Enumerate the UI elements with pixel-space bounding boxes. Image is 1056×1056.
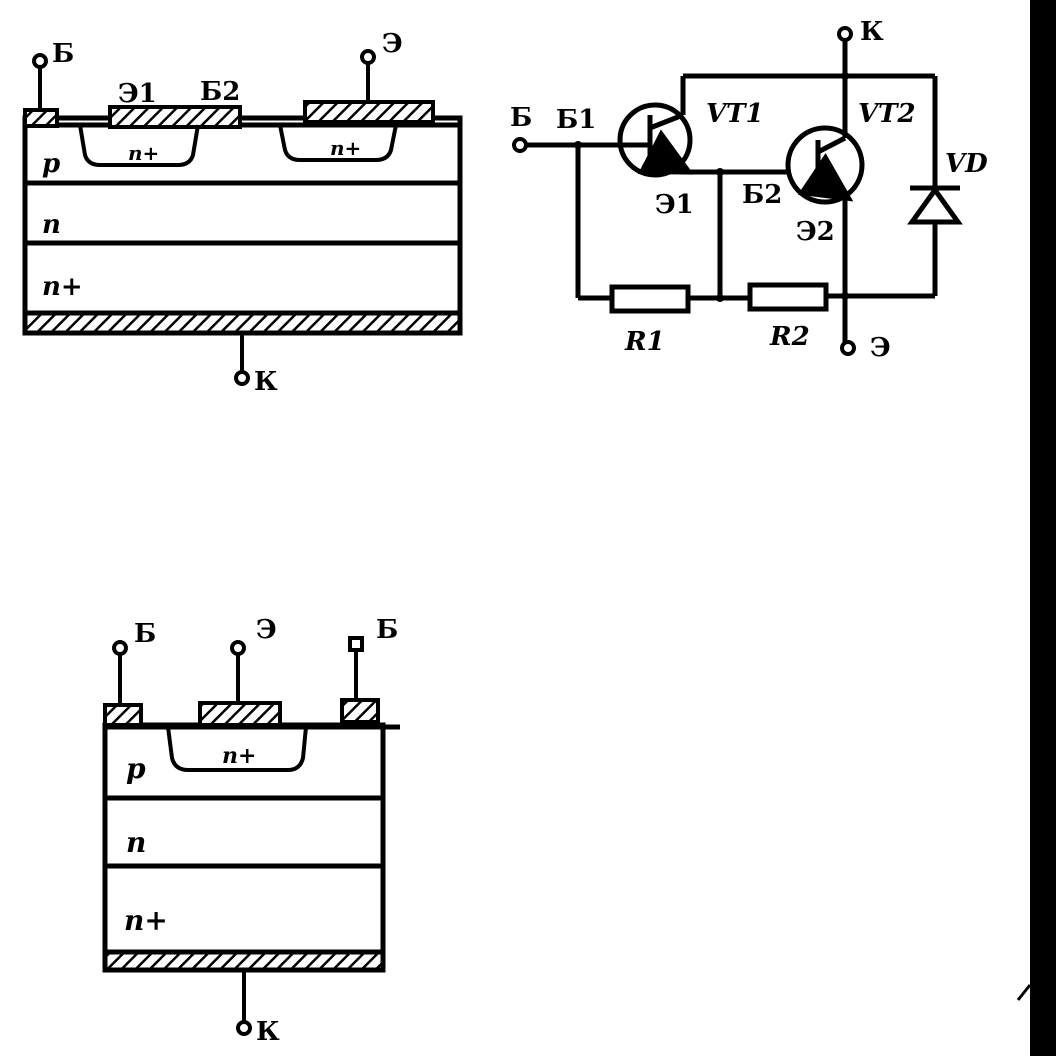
label-well-right: n+ [330,136,361,160]
vt2-collector [816,135,847,155]
emitter-contact [303,100,435,124]
collector-terminal-2 [236,1020,252,1036]
darlington-circuit: К VT1 Б Б1 Э1 Б2 VT2 Э2 [510,17,988,363]
emitter-terminal [360,49,376,65]
resistor-r1 [609,284,691,314]
junction-r [716,294,724,302]
base-terminal [32,53,48,69]
emitter-terminal-2 [230,640,246,656]
nplus-well-left [78,124,200,167]
scan-mark [1016,984,1032,1001]
resistor-r2 [747,282,829,312]
vt2-emitter [797,153,854,202]
label-layer-n: n [42,210,61,240]
vt1-emitter [637,129,694,175]
label-b2: Б2 [200,77,240,107]
label-well-left: n+ [128,141,159,165]
label-e: Э [870,333,891,363]
terminal-b [512,137,528,153]
base-contact-right [340,698,380,724]
label-e1: Э1 [655,190,694,220]
label-base-right: Б [376,615,398,645]
nplus-well-2 [166,726,308,772]
label-b1: Б1 [556,105,596,135]
label-r1: R1 [624,327,665,357]
chip-body [22,115,463,336]
collector-contact-2 [102,949,386,973]
base-contact [23,108,59,128]
e1-b2-contact [108,105,242,129]
label-collector-2: К [256,1017,280,1047]
label-vd: VD [945,149,988,179]
label-well-2: n+ [222,743,256,769]
scan-border [1030,0,1056,1056]
label-vt2: VT2 [858,99,916,129]
label-layer-p: p [42,149,60,179]
label-vt1: VT1 [706,99,764,129]
label-base: Б [52,39,74,69]
label-layer-nplus: n+ [42,272,83,302]
terminal-k [837,26,853,42]
label-collector: К [254,367,278,397]
junction-e [841,292,849,300]
collector-terminal [234,370,250,386]
label-e2: Э2 [796,217,835,247]
label-r2: R2 [769,322,810,352]
label-layer-nplus-2: n+ [124,904,168,937]
diode-vd [907,185,963,225]
label-b: Б [510,103,532,133]
collector-contact [22,310,463,336]
emitter-contact-2 [198,701,282,727]
label-b2: Б2 [742,180,782,210]
cross-section-1: Б Э1 Б2 Э n+ n+ p n n+ К [22,29,463,397]
label-base-left: Б [134,619,156,649]
cross-section-2: Б Э Б n+ p n n+ К [102,615,400,1047]
label-layer-p-2: p [126,752,146,785]
base-terminal-left [112,640,128,656]
label-emitter-2: Э [256,615,277,645]
base-terminal-right [348,636,364,652]
nplus-well-right [278,124,398,162]
vt2-body [785,125,865,205]
label-emitter: Э [382,29,403,59]
base-contact-left [103,703,143,727]
vt1-collector [649,112,684,131]
label-e1: Э1 [118,79,157,109]
label-layer-n-2: n [126,826,146,859]
terminal-e [840,340,856,356]
label-k: К [860,17,884,47]
